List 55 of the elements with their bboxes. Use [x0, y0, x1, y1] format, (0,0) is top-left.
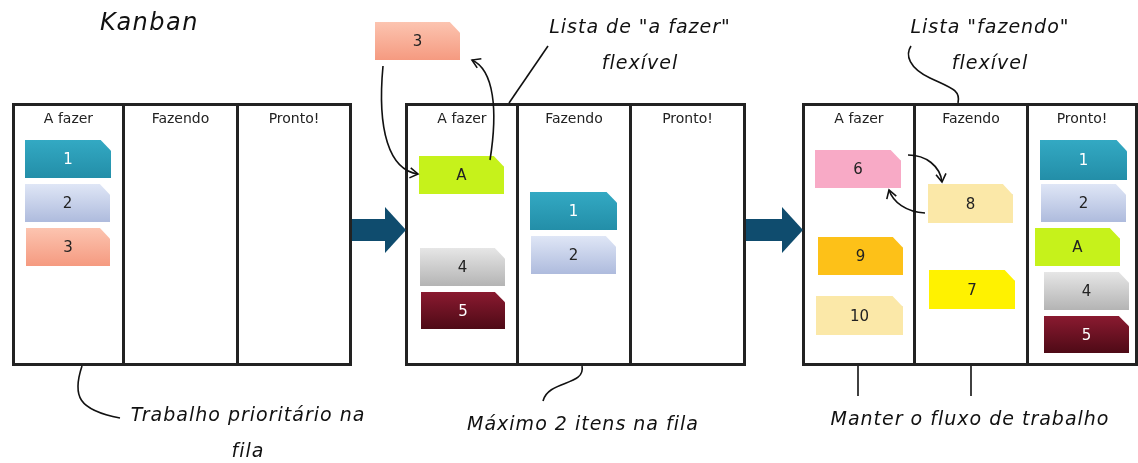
task-card: 8: [928, 184, 1013, 223]
task-card: 4: [420, 248, 505, 286]
column-header: Pronto!: [1055, 110, 1109, 126]
column-header: Pronto!: [661, 110, 714, 126]
annotation-text: Lista "fazendo" flexível: [895, 8, 1085, 86]
task-card: 10: [816, 296, 903, 335]
board-column: [405, 103, 519, 366]
flow-arrow: [352, 207, 406, 253]
leader-line: [907, 45, 960, 104]
leader-line: [970, 365, 972, 397]
task-card: 1: [25, 140, 111, 178]
leader-line: [857, 365, 859, 397]
column-header: Pronto!: [267, 110, 321, 126]
board-column: [12, 103, 125, 366]
task-card: 2: [531, 236, 616, 274]
column-header: A fazer: [42, 110, 95, 126]
column-header: Fazendo: [544, 110, 604, 126]
annotation-text: Trabalho prioritário na fila: [118, 396, 378, 462]
annotation-text: Lista de "a fazer" flexível: [520, 8, 760, 86]
board-column: [1026, 103, 1138, 366]
column-header: Fazendo: [941, 110, 1001, 126]
move-arrow: [886, 189, 926, 214]
task-card: 6: [815, 150, 901, 188]
task-card: 4: [1044, 272, 1129, 310]
task-card: 1: [530, 192, 617, 230]
board-column: [236, 103, 352, 366]
board-column: [802, 103, 916, 366]
leader-line: [542, 365, 583, 402]
task-card: 9: [818, 237, 903, 275]
task-card: A: [419, 156, 504, 194]
leader-line: [508, 45, 549, 104]
column-header: A fazer: [833, 110, 885, 126]
move-arrow: [907, 154, 947, 183]
move-arrow: [471, 59, 495, 161]
board-column: [629, 103, 746, 366]
task-card: 5: [421, 292, 505, 329]
board-column: [122, 103, 239, 366]
title: Kanban: [100, 8, 199, 36]
board-column: [913, 103, 1029, 366]
flow-arrow: [746, 207, 803, 253]
column-header: Fazendo: [150, 110, 211, 126]
task-card: 3: [26, 228, 110, 266]
task-card: A: [1035, 228, 1120, 266]
task-card: 2: [1041, 184, 1126, 222]
column-header: A fazer: [436, 110, 488, 126]
board-column: [516, 103, 632, 366]
task-card: 3: [375, 22, 460, 60]
task-card: 7: [929, 270, 1015, 309]
move-arrow: [380, 65, 419, 178]
task-card: 5: [1044, 316, 1129, 353]
task-card: 1: [1040, 140, 1127, 180]
leader-line: [77, 365, 121, 419]
task-card: 2: [25, 184, 110, 222]
annotation-text: Manter o fluxo de trabalho: [815, 400, 1125, 432]
annotation-text: Máximo 2 itens na fila: [448, 405, 718, 437]
